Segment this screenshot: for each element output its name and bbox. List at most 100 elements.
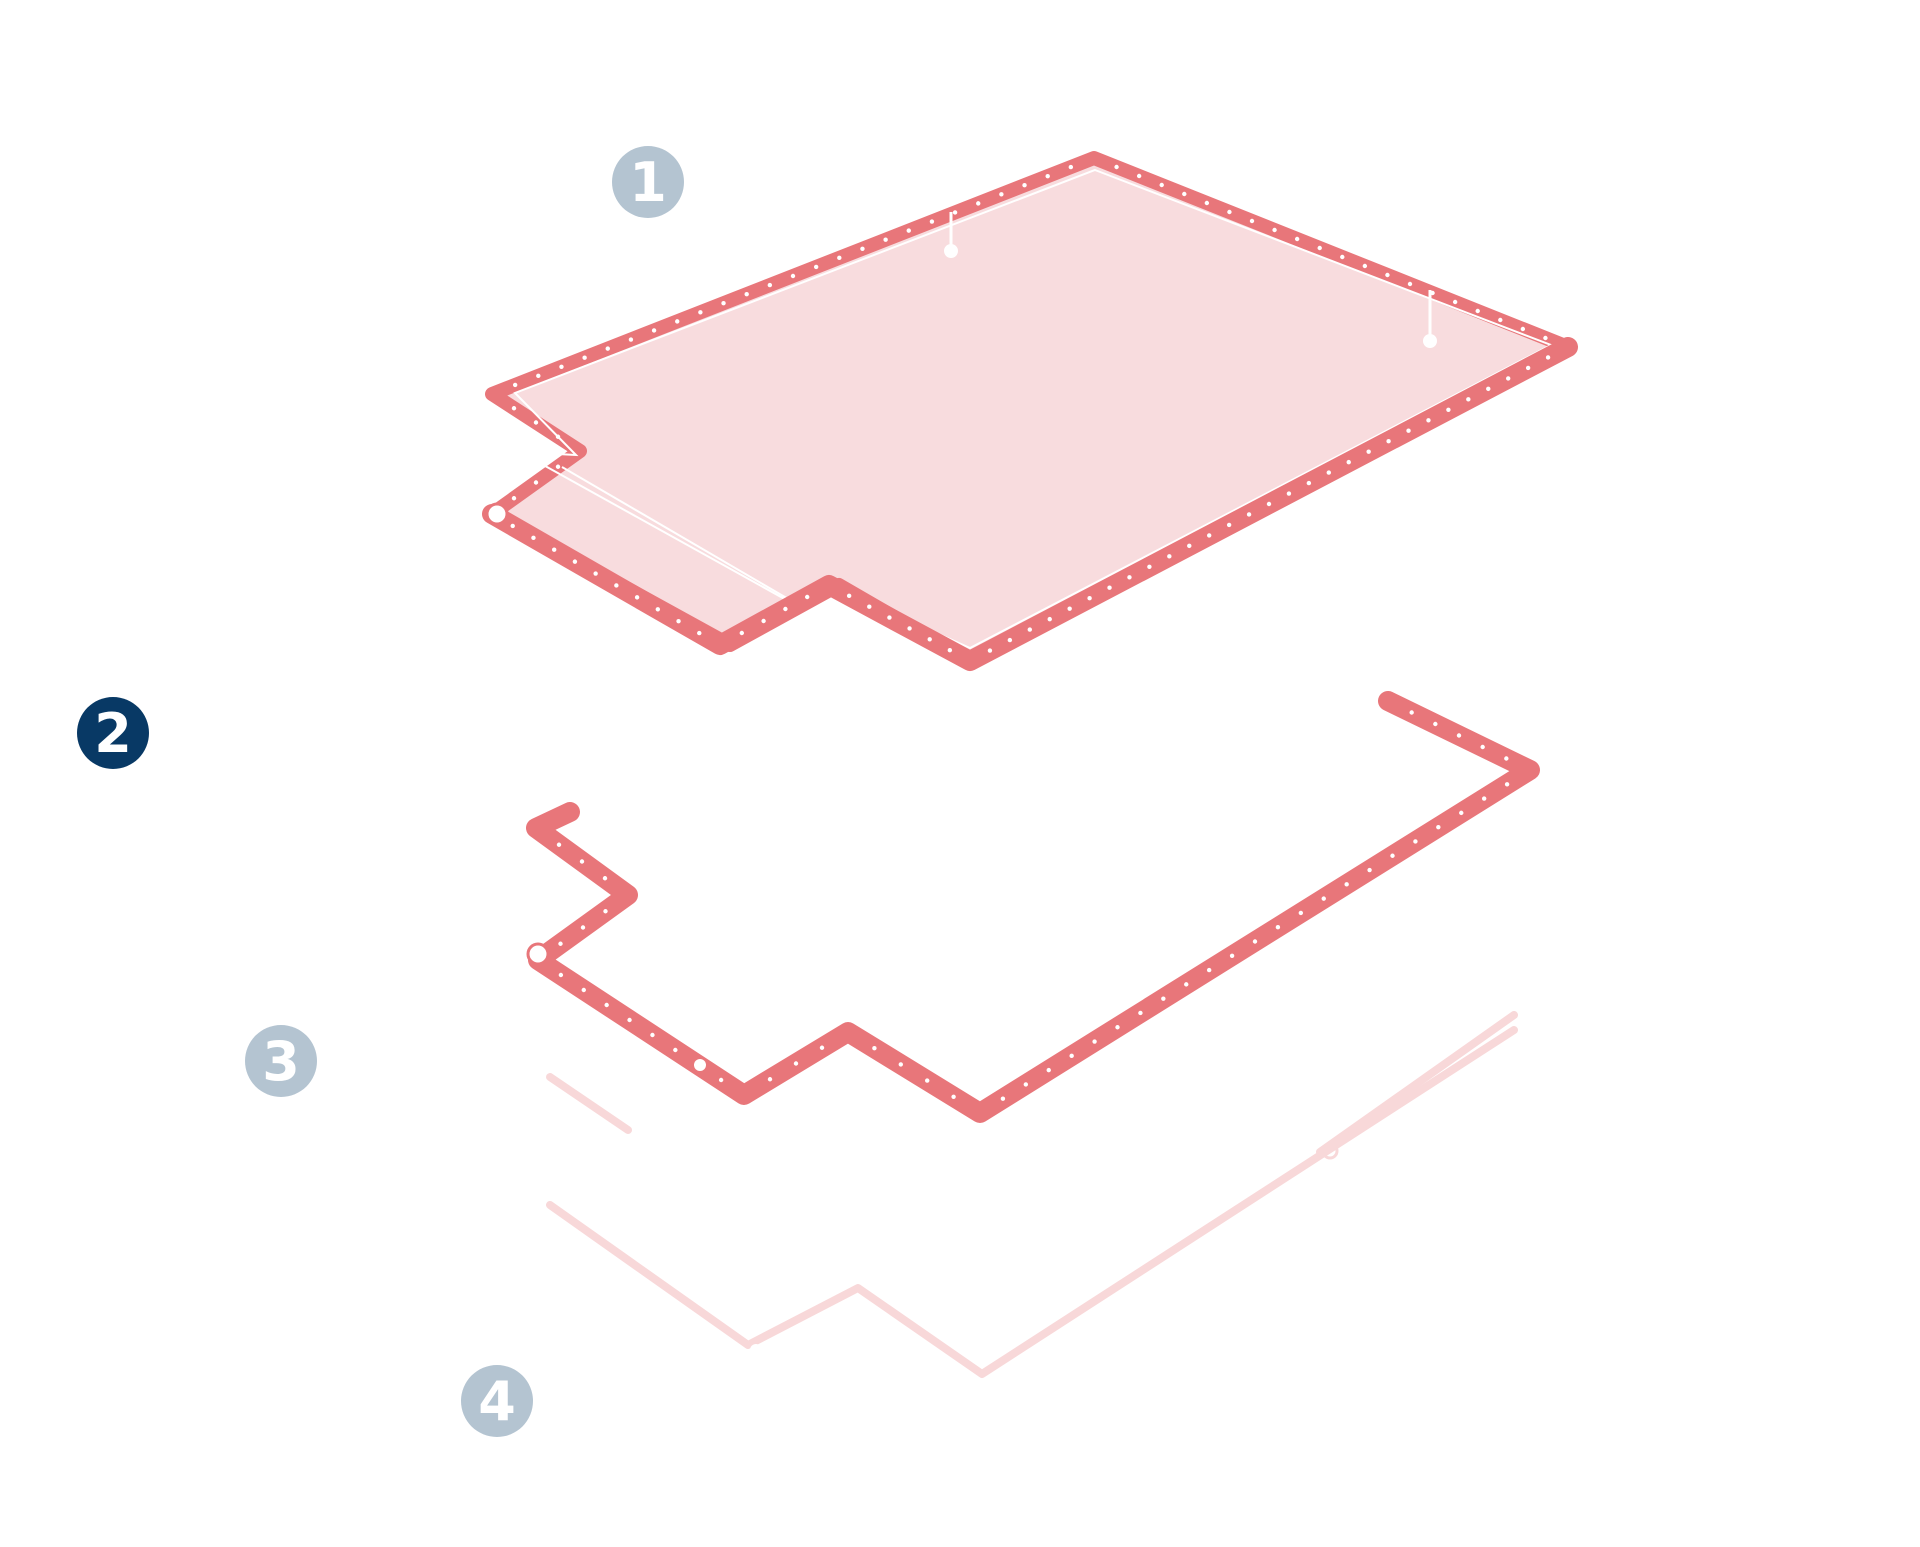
stitch-dot	[581, 987, 586, 993]
border-frame-outline	[526, 691, 1540, 1123]
pin-2-head	[1423, 334, 1437, 348]
stitch-dot	[1069, 1053, 1074, 1059]
stitch-dot	[767, 1077, 773, 1082]
frame-knob-small	[694, 1059, 706, 1071]
border-frame-layer	[526, 691, 1540, 1123]
stitch-dot	[1409, 710, 1414, 715]
top-board-layer	[482, 151, 1578, 671]
stitch-dot	[1344, 882, 1349, 887]
stitch-dot	[650, 1032, 655, 1038]
stitch-dot	[907, 626, 912, 631]
stitch-dot	[533, 420, 539, 425]
stitch-dot	[1504, 756, 1509, 761]
stitch-dot	[556, 842, 562, 847]
stitch-dot	[1386, 439, 1391, 444]
step-badge-2-circle	[77, 697, 149, 769]
stitch-dot	[927, 637, 932, 642]
stitch-dot	[651, 328, 657, 333]
stitch-dot	[1506, 376, 1511, 381]
stitch-dot	[872, 1046, 877, 1051]
border-frame-stitch-dots	[556, 710, 1510, 1101]
stitch-dot	[558, 941, 563, 946]
stitch-dot	[1446, 407, 1451, 412]
stitch-dot	[1466, 397, 1471, 402]
stitch-dot	[1022, 183, 1027, 188]
stitch-dot	[558, 972, 564, 978]
step-badge-4[interactable]: 4	[461, 1365, 533, 1437]
stitch-dot	[1480, 744, 1485, 750]
stitch-dot	[1046, 1067, 1051, 1073]
stitch-dot	[739, 630, 744, 636]
lower-frame-lower-knob	[750, 1344, 762, 1356]
stitch-dot	[1498, 317, 1503, 323]
stitch-dot	[1545, 355, 1551, 360]
stitch-dot	[906, 228, 911, 233]
stitch-dot	[783, 606, 788, 612]
top-board-stitch-dots	[510, 164, 1551, 653]
stitch-dot	[572, 559, 578, 564]
stitch-dot	[676, 618, 681, 624]
stitch-dot	[1207, 533, 1212, 538]
stitch-dot	[1068, 164, 1074, 170]
stitch-dot	[837, 255, 842, 261]
stitch-dot	[555, 434, 561, 439]
stitch-dot	[697, 630, 702, 636]
stitch-dot	[1252, 939, 1258, 944]
lower-frame-upper-outline	[546, 1073, 632, 1134]
stitch-dot	[1525, 365, 1531, 371]
stitch-dot	[1326, 470, 1332, 475]
stitch-dot	[1246, 512, 1252, 517]
stitch-dot	[951, 1094, 956, 1100]
stitch-dot	[1306, 480, 1312, 486]
stitch-dot	[1107, 585, 1112, 590]
top-board-crease-line	[561, 466, 791, 601]
stitch-dot	[1045, 173, 1050, 179]
stitch-dot	[1087, 596, 1092, 601]
stitch-dot	[1543, 335, 1548, 341]
step-badge-1[interactable]: 1	[612, 146, 684, 218]
stitch-dot	[867, 604, 872, 609]
stitch-dot	[1486, 386, 1491, 392]
stitch-dot	[1407, 281, 1413, 287]
stitch-dot	[698, 310, 703, 315]
stitch-dot	[1346, 459, 1351, 465]
stitch-dot	[1226, 522, 1232, 528]
stitch-dot	[813, 264, 819, 270]
stitch-dot	[1147, 564, 1152, 569]
stitch-dot	[1286, 491, 1292, 496]
stitch-dot	[1433, 721, 1438, 727]
stitch-dot	[1138, 1010, 1143, 1016]
stitch-dot	[898, 1062, 903, 1067]
stitch-dot	[952, 210, 958, 215]
stitch-dot	[1114, 164, 1119, 170]
stitch-dot	[1127, 575, 1132, 580]
stitch-dot	[1456, 733, 1462, 738]
stitch-dot	[925, 1078, 930, 1083]
pin-1-head	[944, 244, 958, 258]
lower-frame-upper-right	[1316, 1011, 1518, 1156]
stitch-dot	[1115, 1025, 1120, 1030]
stitch-dot	[1272, 227, 1277, 233]
stitch-dot	[929, 219, 935, 224]
stitch-dot	[767, 282, 773, 288]
step-badge-3[interactable]: 3	[245, 1025, 317, 1097]
stitch-dot	[1475, 308, 1480, 314]
stitch-dot	[1161, 996, 1166, 1001]
stitch-dot	[1367, 867, 1372, 873]
stitch-dot	[634, 595, 640, 600]
step-badge-3-circle	[245, 1025, 317, 1097]
lower-frame-lower-outline	[546, 1026, 1518, 1378]
stitch-dot	[536, 373, 541, 379]
stitch-dot	[1298, 910, 1304, 916]
stitch-dot	[580, 925, 586, 930]
stitch-dot	[1136, 173, 1142, 179]
stitch-dot	[1206, 967, 1212, 973]
stitch-dot	[627, 1017, 632, 1023]
step-badge-2[interactable]: 2	[77, 697, 149, 769]
stitch-dot	[593, 571, 598, 576]
stitch-dot	[614, 583, 619, 588]
stitch-dot	[1067, 606, 1072, 611]
stitch-dot	[793, 1061, 799, 1066]
stitch-dot	[604, 1002, 609, 1008]
